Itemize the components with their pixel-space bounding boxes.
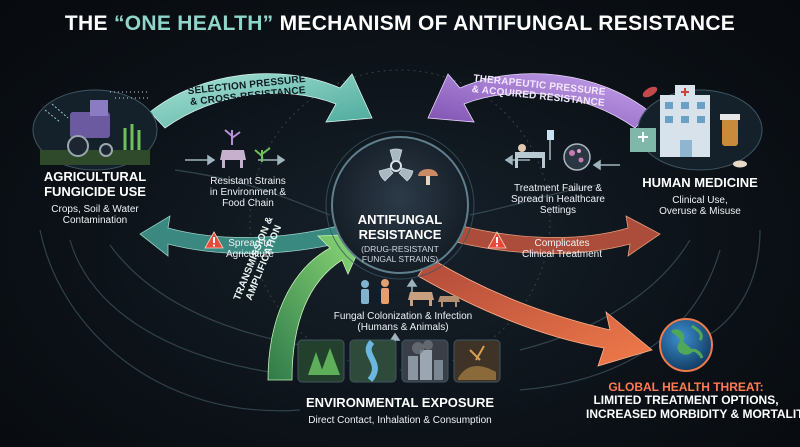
title-suffix: MECHANISM OF ANTIFUNGAL RESISTANCE bbox=[273, 12, 736, 35]
threat-line1: GLOBAL HEALTH THREAT: bbox=[608, 380, 764, 394]
global-threat-arrow bbox=[417, 257, 653, 367]
threat-line3: INCREASED MORBIDITY & MORTALITY bbox=[586, 406, 800, 421]
complicates-line1: Complicates bbox=[534, 238, 590, 249]
hospital-scene-icon bbox=[630, 85, 763, 171]
mushroom-icon bbox=[418, 169, 438, 185]
agri-desc-line1: Crops, Soil & Water bbox=[51, 204, 139, 215]
colonization-line1: Fungal Colonization & Infection bbox=[333, 311, 473, 322]
selection-pressure-arrow bbox=[149, 73, 373, 129]
title-highlight: “ONE HEALTH” bbox=[113, 12, 274, 35]
spread-line1: Spread to bbox=[228, 238, 272, 249]
colonization-line2: (Humans & Animals) bbox=[357, 322, 449, 334]
treatment-line1: Treatment Failure & bbox=[514, 183, 602, 194]
spread-line2: Agriculture bbox=[226, 249, 274, 261]
complicates-line2: Clinical Treatment bbox=[521, 249, 603, 261]
dotted-ring bbox=[249, 69, 551, 371]
forest-tile-icon bbox=[297, 339, 345, 383]
spread-to-agriculture-arrow bbox=[139, 215, 345, 257]
complicates-treatment-arrow bbox=[455, 215, 661, 257]
agriculture-scene-icon bbox=[32, 89, 158, 171]
center-sub-line2: FUNGAL STRAINS) bbox=[361, 253, 439, 264]
people-animals-icon bbox=[361, 279, 460, 307]
environment-description: Direct Contact, Inhalation & Consumption bbox=[308, 415, 492, 426]
spread-to-agriculture-label: Spread to Agriculture bbox=[226, 238, 274, 260]
medicine-desc-line2: Overuse & Misuse bbox=[659, 206, 741, 218]
title-prefix: THE bbox=[64, 12, 114, 35]
background-connector-lines bbox=[39, 169, 761, 412]
agri-header-line1: AGRICULTURAL bbox=[43, 169, 147, 184]
medicine-desc-line1: Clinical Use, bbox=[672, 195, 728, 206]
river-tile-icon bbox=[349, 339, 397, 383]
center-sub-line1: (DRUG-RESISTANT bbox=[361, 244, 439, 254]
petri-dish-icon bbox=[563, 143, 591, 171]
agri-description: Crops, Soil & Water Contamination bbox=[25, 204, 165, 226]
center-title-line1: ANTIFUNGAL bbox=[357, 212, 443, 227]
complicates-label: Complicates Clinical Treatment bbox=[512, 238, 612, 260]
cow-plant-icon bbox=[220, 129, 271, 168]
agri-header: AGRICULTURAL FUNGICIDE USE bbox=[35, 169, 155, 199]
colonization-label: Fungal Colonization & Infection (Humans … bbox=[318, 311, 488, 333]
biohazard-icon bbox=[378, 148, 414, 182]
agri-desc-line2: Contamination bbox=[62, 215, 128, 227]
agri-header-line2: FUNGICIDE USE bbox=[44, 183, 146, 199]
compost-tile-icon bbox=[453, 339, 501, 383]
medicine-description: Clinical Use, Overuse & Misuse bbox=[640, 195, 760, 217]
center-title-line2: RESISTANCE bbox=[358, 226, 442, 242]
resistant-line3: Food Chain bbox=[222, 198, 274, 210]
treatment-line3: Settings bbox=[539, 205, 577, 217]
therapeutic-pressure-arrow bbox=[427, 73, 651, 129]
center-subtitle: (DRUG-RESISTANT FUNGAL STRAINS) bbox=[330, 244, 470, 264]
medicine-header: HUMAN MEDICINE bbox=[642, 175, 758, 190]
globe-icon bbox=[659, 318, 713, 372]
resistant-strains-label: Resistant Strains in Environment & Food … bbox=[198, 176, 298, 210]
treatment-failure-label: Treatment Failure & Spread in Healthcare… bbox=[498, 183, 618, 217]
center-title: ANTIFUNGAL RESISTANCE bbox=[330, 212, 470, 242]
warning-icon-right bbox=[487, 231, 507, 249]
treatment-line2: Spread in Healthcare bbox=[511, 194, 605, 206]
page-title: THE “ONE HEALTH” MECHANISM OF ANTIFUNGAL… bbox=[0, 12, 800, 36]
resistant-line1: Resistant Strains bbox=[210, 176, 286, 187]
city-pollution-tile-icon bbox=[401, 339, 449, 383]
threat-line2: LIMITED TREATMENT OPTIONS, bbox=[593, 393, 779, 408]
warning-icon-left bbox=[204, 231, 224, 249]
resistant-line2: in Environment & bbox=[209, 187, 287, 199]
environment-header: ENVIRONMENTAL EXPOSURE bbox=[305, 395, 495, 410]
global-threat-text: GLOBAL HEALTH THREAT: LIMITED TREATMENT … bbox=[586, 380, 800, 421]
patient-bed-icon bbox=[515, 130, 554, 168]
